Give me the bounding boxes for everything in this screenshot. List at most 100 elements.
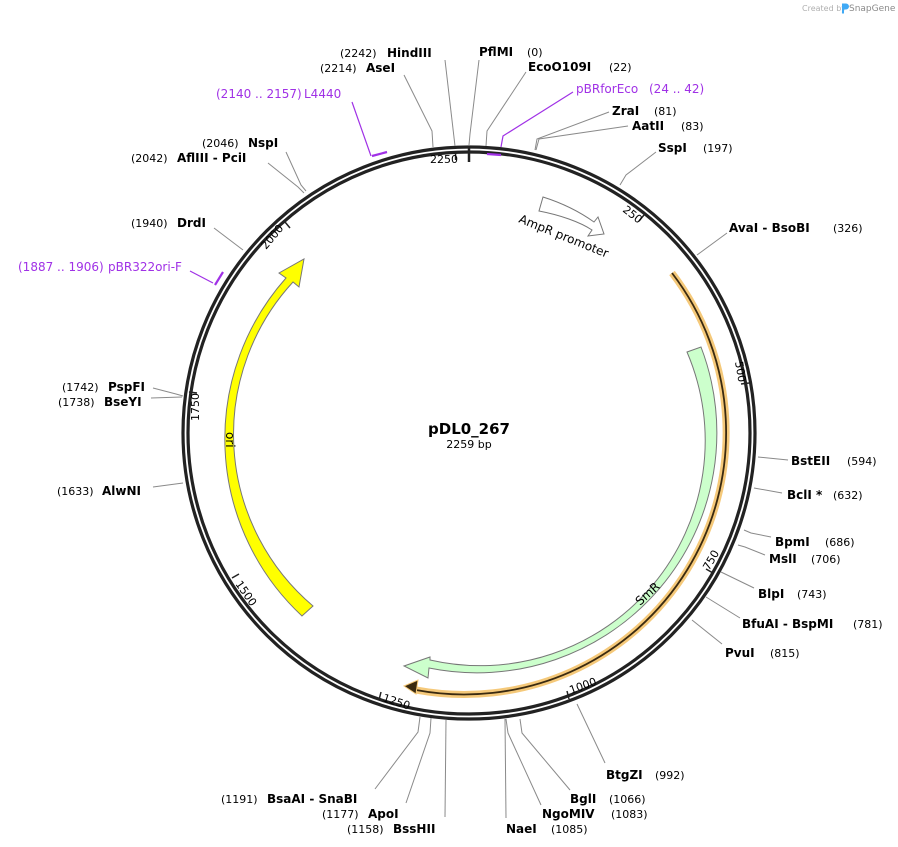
primer-pbrforeco-bar xyxy=(486,152,502,157)
enzyme-nspi[interactable]: (2046) NspI xyxy=(202,136,307,192)
enzyme-msli-pos: (706) xyxy=(811,553,841,566)
enzyme-aatii[interactable]: AatII (83) xyxy=(535,119,704,151)
enzyme-asei-pos: (2214) xyxy=(320,62,357,75)
enzyme-asei-name: AseI xyxy=(366,61,395,75)
enzyme-bpmi-name: BpmI xyxy=(775,535,810,549)
primer-pbrforeco-leader xyxy=(500,91,574,148)
plasmid-name: pDL0_267 xyxy=(428,420,510,438)
enzyme-naei[interactable]: NaeI (1085) xyxy=(504,718,588,836)
primer-pbr322ori-f-bar xyxy=(214,271,224,286)
enzyme-drdi-pos: (1940) xyxy=(131,217,168,230)
enzyme-pspfi-pos: (1742) xyxy=(62,381,99,394)
enzyme-ngomiv[interactable]: NgoMIV (1083) xyxy=(505,718,648,821)
enzyme-avai-name: AvaI - BsoBI xyxy=(729,221,810,235)
enzyme-bsaai-snabi[interactable]: (1191) BsaAI - SnaBI xyxy=(221,716,421,806)
smr-arrow xyxy=(402,346,718,679)
primer-pbr322ori-f-name: pBR322ori-F xyxy=(108,260,182,274)
enzyme-blpi[interactable]: BlpI (743) xyxy=(720,571,827,601)
enzyme-pspfi[interactable]: (1742) PspFI xyxy=(62,380,184,397)
enzyme-bsshii-pos: (1158) xyxy=(347,823,384,836)
enzyme-bgli-name: BglI xyxy=(570,792,596,806)
enzyme-naei-name: NaeI xyxy=(506,822,537,836)
feature-ori[interactable]: ori xyxy=(223,258,314,617)
enzyme-zrai[interactable]: ZraI (81) xyxy=(534,104,677,151)
smr-orf-glow xyxy=(415,270,730,698)
enzyme-nspi-pos: (2046) xyxy=(202,137,239,150)
enzyme-bseyi-name: BseYI xyxy=(104,395,142,409)
enzyme-drdi-name: DrdI xyxy=(177,216,206,230)
enzyme-bcli-name: BclI * xyxy=(787,488,823,502)
primer-pbrforeco[interactable]: pBRforEco (24 .. 42) xyxy=(486,82,704,157)
enzyme-drdi[interactable]: (1940) DrdI xyxy=(131,216,244,251)
enzyme-bseyi[interactable]: (1738) BseYI xyxy=(58,395,183,409)
enzyme-aatii-pos: (83) xyxy=(681,120,704,133)
feature-smr-orf[interactable] xyxy=(402,270,730,698)
enzyme-btgzi[interactable]: BtgZI (992) xyxy=(576,703,685,782)
tick-label-2250: 2250 xyxy=(430,153,458,166)
plasmid-length: 2259 bp xyxy=(446,438,491,451)
enzyme-apoi-name: ApoI xyxy=(368,807,399,821)
enzyme-avai-bsobi[interactable]: AvaI - BsoBI (326) xyxy=(696,221,863,256)
snapgene-credit[interactable]: Created by SnapGene xyxy=(802,3,896,15)
enzyme-bsteii-pos: (594) xyxy=(847,455,877,468)
enzyme-sspi[interactable]: SspI (197) xyxy=(619,141,733,186)
feature-ampr-promoter[interactable]: AmpR promoter xyxy=(517,196,611,261)
enzyme-eco0109i[interactable]: EcoO109I (22) xyxy=(485,60,632,147)
ampr-promoter-arrow xyxy=(538,196,605,237)
enzyme-bsteii-name: BstEII xyxy=(791,454,830,468)
enzyme-pspfi-name: PspFI xyxy=(108,380,145,394)
primer-pbrforeco-range: (24 .. 42) xyxy=(649,82,704,96)
enzyme-afliii-pcii[interactable]: (2042) AflIII - PciI xyxy=(131,151,305,194)
primer-l4440[interactable]: (2140 .. 2157) L4440 xyxy=(216,87,388,158)
enzyme-pflmi-pos: (0) xyxy=(527,46,543,59)
enzyme-bcli-pos: (632) xyxy=(833,489,863,502)
enzyme-hindiii[interactable]: (2242) HindIII xyxy=(340,46,456,147)
enzyme-sspi-pos: (197) xyxy=(703,142,733,155)
enzyme-btgzi-pos: (992) xyxy=(655,769,685,782)
primer-pbrforeco-name: pBRforEco xyxy=(576,82,638,96)
enzyme-bpmi-pos: (686) xyxy=(825,536,855,549)
enzyme-zrai-name: ZraI xyxy=(612,104,639,118)
enzyme-bpmi[interactable]: BpmI (686) xyxy=(743,529,855,549)
enzyme-bsshii-name: BssHII xyxy=(393,822,435,836)
enzyme-bsteii[interactable]: BstEII (594) xyxy=(757,454,877,468)
enzyme-alwni[interactable]: (1633) AlwNI xyxy=(57,482,184,498)
smr-orf-arrowhead-icon xyxy=(402,679,419,695)
enzyme-bsaai-name: BsaAI - SnaBI xyxy=(267,792,357,806)
enzyme-bcli[interactable]: BclI * (632) xyxy=(753,487,863,502)
tick-label-500: 500 xyxy=(732,360,748,383)
enzyme-ngomiv-pos: (1083) xyxy=(611,808,648,821)
enzyme-bfuai-name: BfuAI - BspMI xyxy=(742,617,833,631)
enzyme-bfuai-bspmi[interactable]: BfuAI - BspMI (781) xyxy=(705,596,883,631)
enzyme-bgli-pos: (1066) xyxy=(609,793,646,806)
credit-prefix: Created by xyxy=(802,4,846,13)
enzyme-afliii-pos: (2042) xyxy=(131,152,168,165)
primer-pbr322ori-f[interactable]: (1887 .. 1906) pBR322ori-F xyxy=(18,260,224,286)
enzyme-apoi[interactable]: (1177) ApoI xyxy=(322,717,432,821)
enzyme-msli[interactable]: MslI (706) xyxy=(737,544,841,566)
primer-l4440-bar xyxy=(371,150,388,158)
enzyme-naei-pos: (1085) xyxy=(551,823,588,836)
enzyme-aatii-name: AatII xyxy=(632,119,664,133)
enzyme-msli-name: MslI xyxy=(769,552,797,566)
enzyme-hindiii-name: HindIII xyxy=(387,46,432,60)
primer-pbr322ori-f-leader xyxy=(189,270,214,284)
enzyme-asei[interactable]: (2214) AseI xyxy=(320,61,434,148)
enzyme-avai-pos: (326) xyxy=(833,222,863,235)
tick-label-250: 250 xyxy=(620,203,645,226)
enzyme-blpi-name: BlpI xyxy=(758,587,784,601)
primer-l4440-leader xyxy=(351,101,372,157)
tick-label-1000: 1000 xyxy=(568,675,599,697)
smr-orf-line xyxy=(415,272,727,696)
enzyme-bsshii[interactable]: (1158) BssHII xyxy=(347,719,447,836)
enzyme-bgli[interactable]: BglI (1066) xyxy=(519,718,646,806)
enzyme-pflmi[interactable]: PflMI (0) xyxy=(468,45,543,146)
enzyme-pvui[interactable]: PvuI (815) xyxy=(691,619,800,660)
enzyme-hindiii-pos: (2242) xyxy=(340,47,377,60)
primer-l4440-range: (2140 .. 2157) xyxy=(216,87,302,101)
primer-l4440-name: L4440 xyxy=(304,87,341,101)
enzyme-bsaai-pos: (1191) xyxy=(221,793,258,806)
enzyme-eco0109i-pos: (22) xyxy=(609,61,632,74)
enzyme-sspi-name: SspI xyxy=(658,141,687,155)
